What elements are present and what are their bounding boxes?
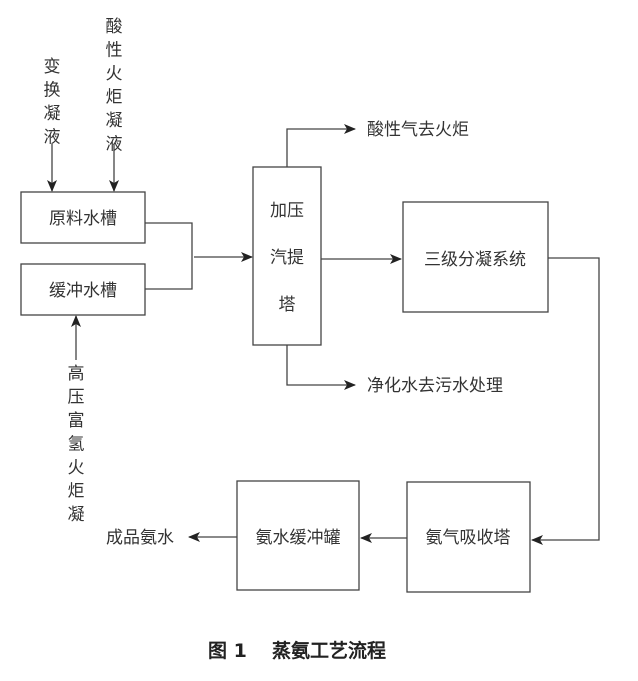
vertical-label-char: 压: [68, 388, 85, 408]
vertical-label-char: 火: [106, 64, 123, 84]
vertical-label-char: 变: [44, 57, 61, 77]
vertical-label-char: 液: [44, 128, 61, 148]
acid-gas-label: 酸性气去火炬: [367, 120, 469, 140]
ammonia-water-buffer-tank-label: 氨水缓冲罐: [256, 528, 341, 548]
svg-text:变换凝液: 变换凝液: [44, 57, 61, 148]
condensation-system-label: 三级分凝系统: [424, 250, 526, 270]
figure-number: 图 1: [208, 640, 247, 662]
input-acid-flare-condensate-label: 酸性火炬凝液: [106, 17, 123, 155]
ammonia-absorber-label: 氨气吸收塔: [426, 528, 511, 548]
stripper-label-line1: 加压: [270, 201, 304, 221]
vertical-label-char: 性: [106, 41, 123, 61]
buffer-water-tank-label: 缓冲水槽: [49, 281, 117, 301]
svg-text:高压富氢火炬凝: 高压富氢火炬凝: [68, 364, 85, 525]
purified-water-label: 净化水去污水处理: [367, 376, 503, 396]
figure-title: 蒸氨工艺流程: [272, 639, 386, 662]
input-hp-hydrogen-flare-condensate-label: 高压富氢火炬凝: [68, 364, 85, 525]
merge-connector: [145, 222, 193, 290]
vertical-label-char: 凝: [106, 111, 123, 131]
raw-water-tank-label: 原料水槽: [49, 209, 117, 229]
condensation-system-box: [402, 201, 549, 313]
arrow-to-absorber: [531, 257, 600, 545]
vertical-label-char: 火: [68, 458, 85, 478]
vertical-label-char: 高: [68, 364, 85, 384]
stripper-label-line2: 汽提: [270, 248, 304, 268]
arrow-purified-water: [286, 345, 356, 390]
input-shift-condensate-label: 变换凝液: [44, 57, 61, 148]
raw-water-tank-box: [20, 191, 146, 244]
arrow-acid-gas: [286, 124, 356, 167]
vertical-label-char: 氢: [68, 435, 85, 455]
product-ammonia-water-label: 成品氨水: [106, 528, 174, 548]
vertical-label-char: 酸: [106, 17, 123, 37]
ammonia-absorber-box: [406, 481, 531, 593]
vertical-label-char: 炬: [106, 88, 123, 108]
vertical-label-char: 换: [44, 81, 61, 101]
stripper-label-line3: 塔: [279, 295, 296, 315]
vertical-label-char: 富: [68, 411, 85, 431]
ammonia-water-buffer-tank-box: [236, 480, 360, 591]
vertical-label-char: 凝: [68, 505, 85, 525]
svg-text:酸性火炬凝液: 酸性火炬凝液: [106, 17, 123, 155]
buffer-water-tank-box: [20, 263, 146, 316]
vertical-label-char: 炬: [68, 482, 85, 502]
vertical-label-char: 凝: [44, 104, 61, 124]
